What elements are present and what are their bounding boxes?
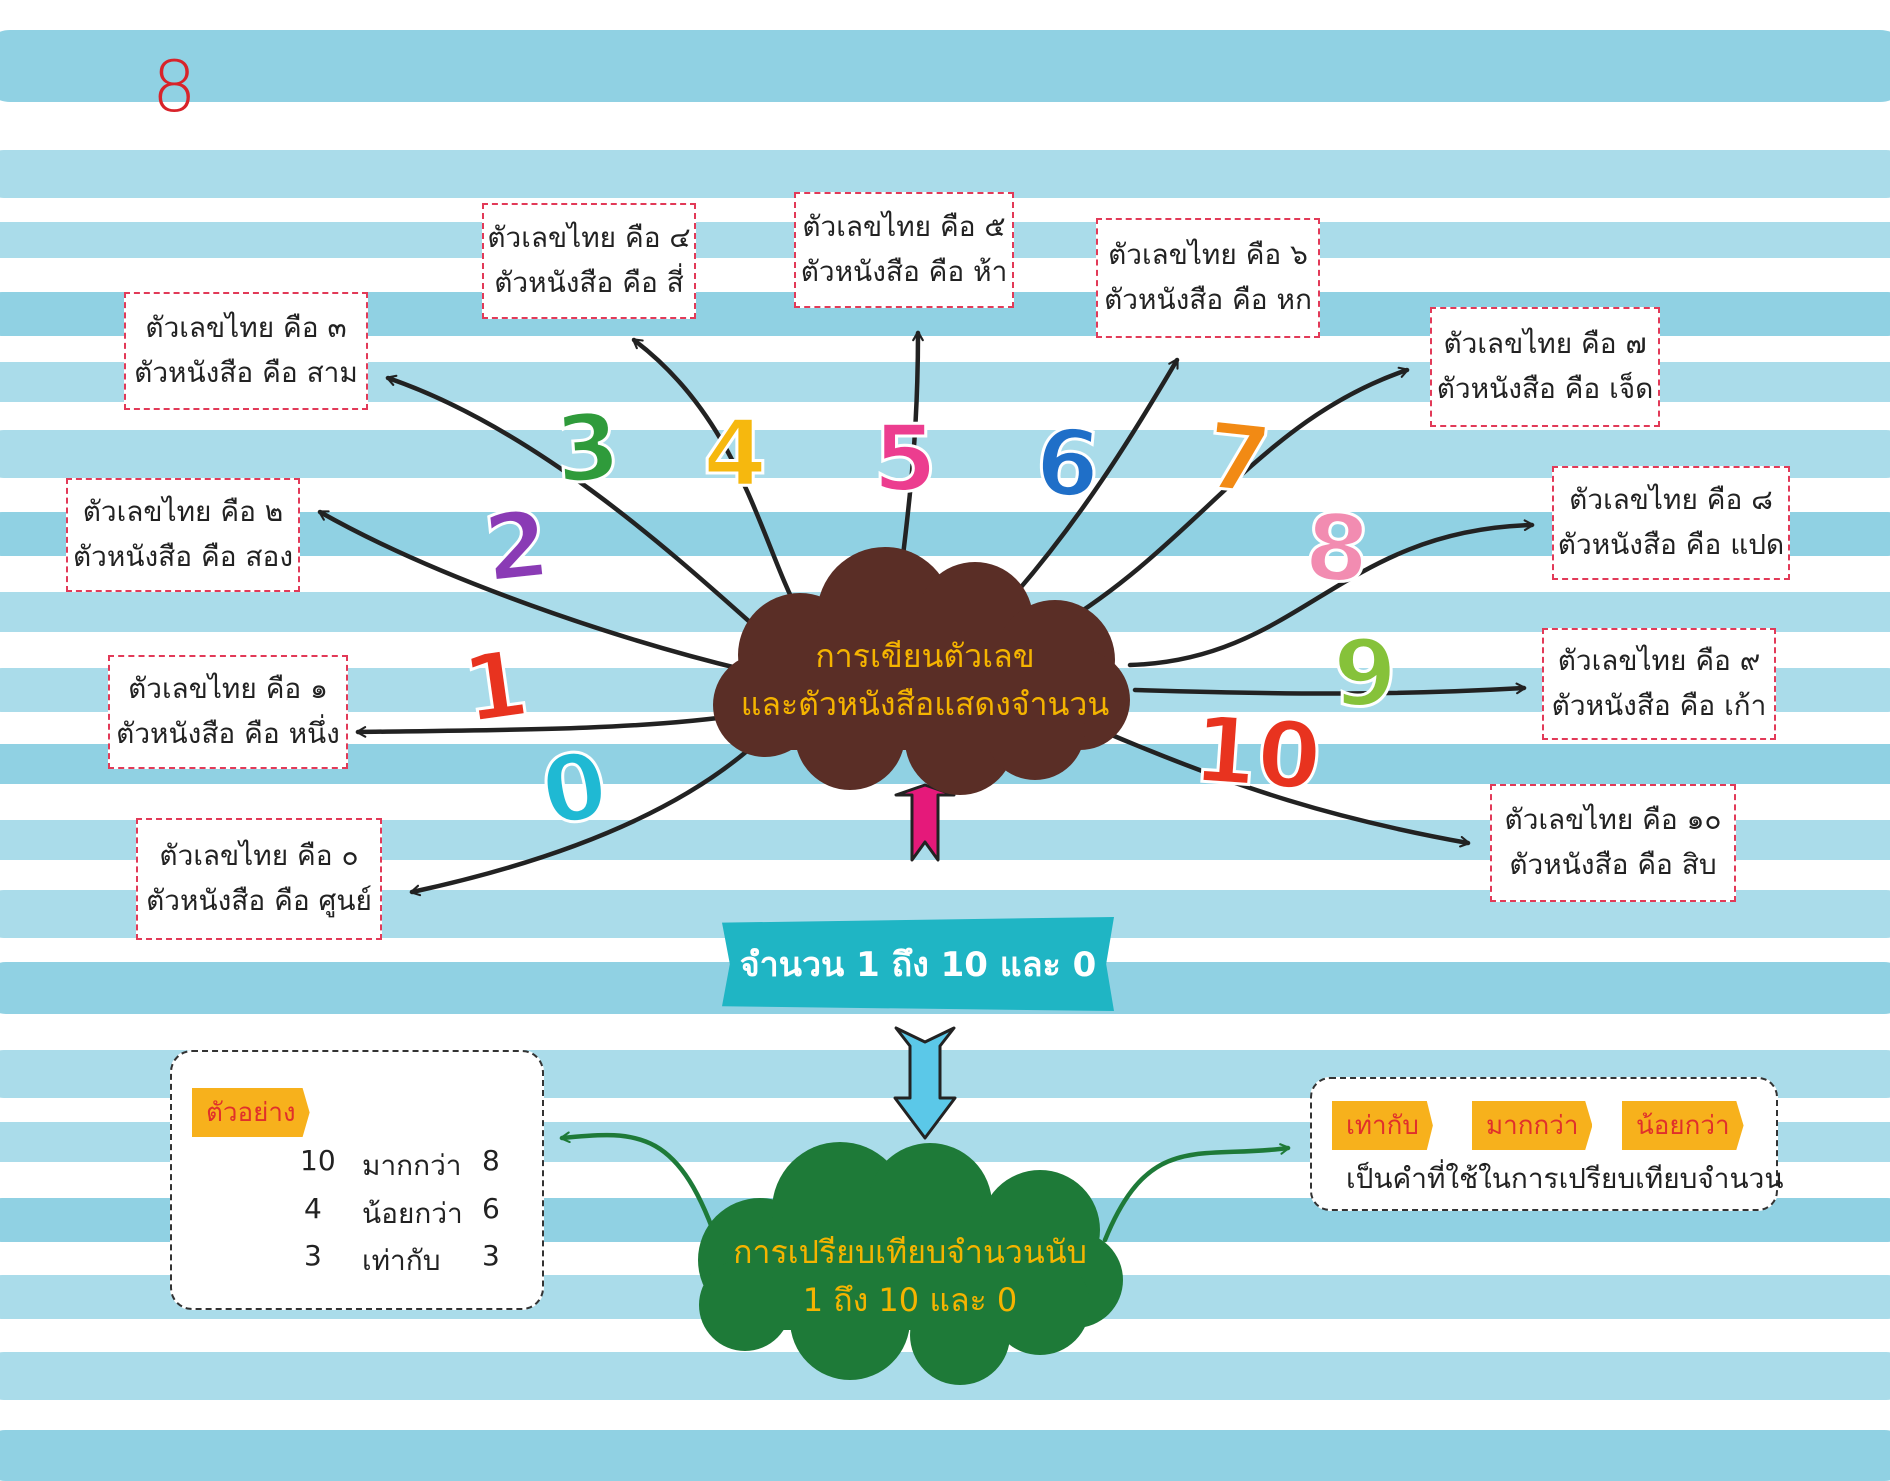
bubble-digit-2: 2 bbox=[479, 490, 554, 603]
thai-numeral-text: ตัวเลขไทย คือ ๐ bbox=[159, 839, 359, 873]
thai-numeral-text: ตัวเลขไทย คือ ๘ bbox=[1569, 483, 1773, 517]
thai-numeral-text: ตัวเลขไทย คือ ๑๐ bbox=[1504, 803, 1722, 837]
example-row-3-relation: เท่ากับ bbox=[362, 1244, 441, 1277]
connector-1 bbox=[355, 712, 743, 738]
number-box-10: ตัวเลขไทย คือ ๑๐ ตัวหนังสือ คือ สิบ bbox=[1490, 784, 1736, 902]
thai-word-text: ตัวหนังสือ คือ หนึ่ง bbox=[116, 717, 340, 750]
bubble-digit-1: 1 bbox=[456, 629, 534, 744]
topic-banner: จำนวน 1 ถึง 10 และ 0 bbox=[722, 917, 1114, 1011]
example-row-2-right: 6 bbox=[482, 1192, 500, 1225]
number-box-2: ตัวเลขไทย คือ ๒ ตัวหนังสือ คือ สอง bbox=[66, 478, 300, 592]
number-box-6: ตัวเลขไทย คือ ๖ ตัวหนังสือ คือ หก bbox=[1096, 218, 1320, 338]
thai-word-text: ตัวหนังสือ คือ สาม bbox=[134, 356, 358, 389]
number-box-4: ตัวเลขไทย คือ ๔ ตัวหนังสือ คือ สี่ bbox=[482, 203, 696, 319]
example-row-1-left: 10 bbox=[300, 1144, 336, 1177]
number-box-5: ตัวเลขไทย คือ ๕ ตัวหนังสือ คือ ห้า bbox=[794, 192, 1014, 308]
connector-7 bbox=[1057, 366, 1410, 628]
connector-4 bbox=[631, 337, 803, 618]
example-row-2-left: 4 bbox=[304, 1192, 322, 1225]
bubble-digit-3: 3 bbox=[552, 393, 623, 504]
number-box-8: ตัวเลขไทย คือ ๘ ตัวหนังสือ คือ แปด bbox=[1552, 466, 1790, 580]
thai-numeral-text: ตัวเลขไทย คือ ๖ bbox=[1108, 238, 1308, 272]
center-cloud bbox=[713, 547, 1130, 795]
bubble-digit-9: 9 bbox=[1333, 620, 1397, 727]
center-cloud-line-1: การเขียนตัวเลข bbox=[815, 637, 1035, 675]
number-box-0: ตัวเลขไทย คือ ๐ ตัวหนังสือ คือ ศูนย์ bbox=[136, 818, 382, 940]
thai-word-text: ตัวหนังสือ คือ ศูนย์ bbox=[146, 884, 372, 917]
connector-0 bbox=[409, 727, 773, 897]
thai-word-text: ตัวหนังสือ คือ หก bbox=[1104, 283, 1312, 316]
connector-9 bbox=[1132, 682, 1527, 696]
bubble-digit-7: 7 bbox=[1201, 402, 1276, 515]
term-tag-more: มากกว่า bbox=[1472, 1101, 1593, 1150]
bubble-digit-8: 8 bbox=[1302, 493, 1373, 604]
connector-2 bbox=[317, 509, 748, 673]
example-row-1-right: 8 bbox=[482, 1144, 500, 1177]
thai-numeral-text: ตัวเลขไทย คือ ๑ bbox=[128, 672, 328, 706]
thai-numeral-text: ตัวเลขไทย คือ ๙ bbox=[1557, 644, 1761, 678]
page-number: 8 bbox=[152, 46, 197, 128]
bubble-digit-5: 5 bbox=[873, 405, 937, 512]
stripe bbox=[0, 30, 1890, 102]
thai-word-text: ตัวหนังสือ คือ สอง bbox=[72, 540, 293, 573]
thai-numeral-text: ตัวเลขไทย คือ ๓ bbox=[145, 311, 347, 345]
thai-word-text: ตัวหนังสือ คือ แปด bbox=[1557, 528, 1785, 561]
term-tag-less: น้อยกว่า bbox=[1622, 1101, 1744, 1150]
terms-caption: เป็นคำที่ใช้ในการเปรียบเทียบจำนวน bbox=[1346, 1162, 1784, 1195]
example-tag: ตัวอย่าง bbox=[192, 1088, 310, 1137]
bubble-digit-4: 4 bbox=[703, 400, 767, 507]
example-row-1-relation: มากกว่า bbox=[362, 1149, 462, 1182]
connector-10 bbox=[1097, 727, 1471, 848]
pink-up-arrow-icon bbox=[894, 783, 956, 862]
stripe bbox=[0, 1430, 1890, 1481]
bottom-cloud-label: การเปรียบเทียบจำนวนนับ 1 ถึง 10 และ 0 bbox=[730, 1228, 1090, 1324]
example-row-2-relation: น้อยกว่า bbox=[362, 1197, 463, 1230]
bottom-cloud-line-1: การเปรียบเทียบจำนวนนับ bbox=[733, 1233, 1087, 1271]
bubble-digit-10: 10 bbox=[1190, 696, 1325, 812]
comparison-terms-box: เท่ากับ มากกว่า น้อยกว่า เป็นคำที่ใช้ในก… bbox=[1310, 1077, 1784, 1211]
thai-numeral-text: ตัวเลขไทย คือ ๔ bbox=[487, 221, 691, 255]
number-box-3: ตัวเลขไทย คือ ๓ ตัวหนังสือ คือ สาม bbox=[124, 292, 368, 410]
bubble-digit-6: 6 bbox=[1031, 408, 1104, 520]
thai-numeral-text: ตัวเลขไทย คือ ๕ bbox=[802, 210, 1006, 244]
thai-numeral-text: ตัวเลขไทย คือ ๒ bbox=[82, 495, 284, 529]
center-cloud-label: การเขียนตัวเลข และตัวหนังสือแสดงจำนวน bbox=[740, 632, 1110, 728]
number-box-1: ตัวเลขไทย คือ ๑ ตัวหนังสือ คือ หนึ่ง bbox=[108, 655, 348, 769]
thai-word-text: ตัวหนังสือ คือ สี่ bbox=[494, 266, 684, 299]
bottom-cloud bbox=[698, 1142, 1123, 1385]
connector-3 bbox=[385, 374, 773, 643]
thai-word-text: ตัวหนังสือ คือ ห้า bbox=[800, 255, 1008, 288]
thai-word-text: ตัวหนังสือ คือ สิบ bbox=[1509, 848, 1717, 881]
connector-6 bbox=[1007, 357, 1180, 603]
stripe bbox=[0, 150, 1890, 198]
example-box: ตัวอย่าง 10 มากกว่า 8 4 น้อยกว่า 6 3 เท่… bbox=[170, 1050, 544, 1310]
bottom-cloud-line-2: 1 ถึง 10 และ 0 bbox=[802, 1281, 1018, 1319]
example-row-3-right: 3 bbox=[482, 1239, 500, 1272]
connector-terms bbox=[1102, 1143, 1291, 1243]
thai-word-text: ตัวหนังสือ คือ เจ็ด bbox=[1436, 372, 1654, 405]
thai-word-text: ตัวหนังสือ คือ เก้า bbox=[1551, 689, 1767, 722]
example-row-3-left: 3 bbox=[304, 1239, 322, 1272]
connector-example bbox=[559, 1131, 723, 1253]
number-box-9: ตัวเลขไทย คือ ๙ ตัวหนังสือ คือ เก้า bbox=[1542, 628, 1776, 740]
number-box-7: ตัวเลขไทย คือ ๗ ตัวหนังสือ คือ เจ็ด bbox=[1430, 307, 1660, 427]
bubble-digit-0: 0 bbox=[534, 731, 616, 847]
thai-numeral-text: ตัวเลขไทย คือ ๗ bbox=[1443, 327, 1647, 361]
center-cloud-line-2: และตัวหนังสือแสดงจำนวน bbox=[740, 685, 1110, 723]
blue-down-arrow-icon bbox=[893, 1026, 957, 1140]
connector-8 bbox=[1127, 519, 1535, 668]
term-tag-equal: เท่ากับ bbox=[1332, 1101, 1433, 1150]
